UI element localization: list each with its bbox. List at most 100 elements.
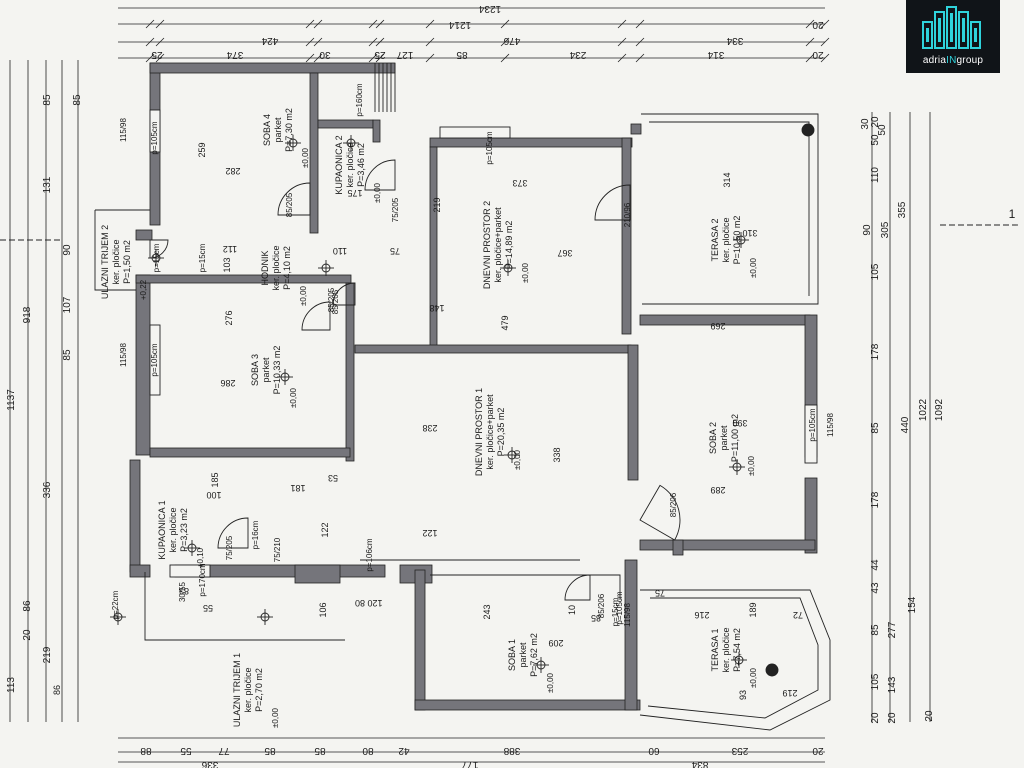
door-swing bbox=[564, 574, 591, 601]
dimension-label: 55 bbox=[180, 745, 192, 756]
room-label-hodnik: P=4,10 m2 bbox=[282, 246, 292, 290]
dimension-label: 277 bbox=[887, 621, 898, 638]
dimension-label: 305 bbox=[880, 221, 891, 238]
room-label-soba3: parket bbox=[261, 357, 271, 383]
dimension-tick bbox=[617, 19, 627, 29]
dimension-label: 20 bbox=[870, 116, 881, 128]
dimension-tick bbox=[155, 53, 165, 63]
dimension-label: 115/98 bbox=[119, 343, 128, 367]
room-label-kupaonica2: KUPAONICA 2 bbox=[334, 135, 344, 194]
wall-segment bbox=[630, 123, 642, 135]
logo-bar bbox=[958, 11, 969, 49]
dimension-tick bbox=[500, 19, 510, 29]
room-label-soba1: SOBA 1 bbox=[507, 639, 517, 671]
dimension-tick bbox=[820, 19, 830, 29]
room-label-terasa2: P=10,50 m2 bbox=[732, 216, 742, 265]
door-swing bbox=[639, 484, 681, 541]
terrace-1-outline bbox=[639, 589, 831, 731]
dimension-label: 86 bbox=[52, 685, 62, 695]
wall-segment bbox=[135, 274, 151, 456]
dimension-label: 110 bbox=[870, 167, 881, 183]
room-label-soba4: SOBA 4 bbox=[262, 114, 272, 146]
dimension-label: 20 bbox=[812, 19, 824, 30]
wall-segment bbox=[129, 564, 151, 578]
dimension-label: 286 bbox=[220, 378, 235, 388]
door-swing bbox=[217, 517, 249, 549]
logo-bar-fill bbox=[962, 18, 965, 42]
dimension-label: 50 bbox=[877, 124, 888, 136]
dimension-label: 106 bbox=[318, 602, 328, 617]
dimension-label: 112 bbox=[223, 244, 237, 254]
dimension-label: 85/205 bbox=[327, 287, 336, 312]
dimension-label: 181 bbox=[290, 483, 305, 493]
dimension-label: 216 bbox=[694, 610, 709, 620]
dimension-label: 20 bbox=[924, 710, 935, 722]
dimension-label: 355 bbox=[897, 201, 908, 218]
dimension-label: 80 bbox=[355, 598, 365, 608]
dimension-label: 373 bbox=[512, 178, 527, 188]
dimension-label: 390 bbox=[732, 418, 747, 428]
dimension-label: 336 bbox=[201, 759, 218, 768]
dimension-label: 100 bbox=[206, 490, 221, 500]
dimension-tick bbox=[820, 53, 830, 63]
room-label-kupaonica1: P=3,23 m2 bbox=[179, 508, 189, 552]
dimension-label: 20 bbox=[22, 629, 33, 641]
entry-2-line bbox=[94, 210, 136, 291]
room-level-hodnik: ±0,00 bbox=[299, 285, 308, 306]
dimension-tick bbox=[368, 37, 378, 47]
wall-segment bbox=[345, 282, 355, 462]
dimension-label: 276 bbox=[224, 310, 234, 325]
wall-segment bbox=[627, 344, 639, 481]
dimension-label: p=105cm bbox=[615, 591, 624, 624]
dimension-tick bbox=[375, 19, 385, 29]
dimension-label: 75/210 bbox=[273, 537, 282, 562]
dimension-tick bbox=[635, 37, 645, 47]
dimension-label: 85 bbox=[456, 49, 468, 60]
dimension-label: p=16cm bbox=[251, 520, 260, 549]
dimension-label: 834 bbox=[691, 759, 708, 768]
window-opening bbox=[804, 404, 818, 464]
room-label-dnevni2: P=14,89 m2 bbox=[504, 221, 514, 270]
dimension-label: 110 bbox=[333, 246, 347, 256]
dimension-tick bbox=[305, 19, 315, 29]
dimension-label: p=106cm bbox=[365, 538, 374, 571]
room-label-terasa1: ker. pločice bbox=[721, 627, 731, 672]
dimension-label: 30 bbox=[319, 49, 331, 60]
dimension-tick bbox=[635, 19, 645, 29]
dimension-label: 115/98 bbox=[826, 413, 835, 437]
room-label-dnevni1: ker. pločice+parket bbox=[485, 394, 495, 470]
dimension-label: 85 bbox=[591, 613, 601, 623]
dimension-label: 440 bbox=[900, 416, 911, 433]
dimension-label: 143 bbox=[887, 676, 898, 693]
dimension-tick bbox=[635, 53, 645, 63]
wall-segment bbox=[414, 699, 641, 711]
window-opening bbox=[439, 126, 511, 139]
dimension-label: 367 bbox=[557, 248, 572, 258]
room-level-soba4: ±0,00 bbox=[301, 147, 310, 168]
dimension-tick bbox=[305, 37, 315, 47]
room-level-ulazni2: +0,22 bbox=[139, 279, 148, 300]
dimension-label: 374 bbox=[226, 49, 243, 60]
dimension-label: 189 bbox=[748, 602, 758, 617]
dimension-label: 238 bbox=[422, 423, 437, 433]
dimension-tick bbox=[617, 53, 627, 63]
room-level-kupaonica2: ±0,00 bbox=[373, 182, 382, 203]
room-label-dnevni2: ker. pločice+parket bbox=[493, 207, 503, 283]
dimension-tick bbox=[145, 19, 155, 29]
dimension-tick bbox=[313, 37, 323, 47]
wall-segment bbox=[621, 137, 632, 335]
dimension-tick bbox=[425, 19, 435, 29]
dimension-label: 20 bbox=[870, 712, 881, 724]
room-label-hodnik: ker. pločice bbox=[271, 245, 281, 290]
room-label-terasa2: TERASA 2 bbox=[710, 218, 720, 261]
dimension-label: 1137 bbox=[6, 389, 17, 411]
room-label-soba2: parket bbox=[719, 425, 729, 451]
dimension-label: 90 bbox=[862, 224, 873, 236]
dimension-label: 269 bbox=[710, 321, 725, 331]
dimension-label: 85/206 bbox=[597, 593, 606, 618]
dimension-label: 80 bbox=[362, 745, 374, 756]
dimension-label: 105 bbox=[870, 263, 881, 280]
dimension-tick bbox=[500, 53, 510, 63]
column-marker bbox=[765, 663, 779, 677]
dimension-label: 115/98 bbox=[119, 118, 128, 142]
